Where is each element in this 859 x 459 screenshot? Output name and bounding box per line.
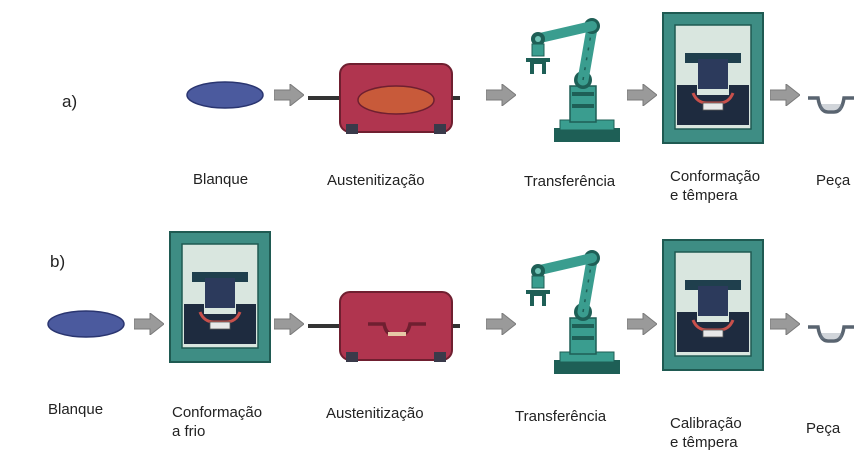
row-a-transfer-label: Transferência: [524, 173, 616, 190]
row-b-calib-label: Calibração e têmpera: [670, 414, 742, 452]
row-b-arrow-4-icon: [627, 313, 657, 335]
row-b-blank-icon: [47, 310, 125, 338]
row-a-robot-icon: [526, 18, 620, 142]
row-a-form-label: Conformação e têmpera: [670, 167, 760, 205]
row-b-arrow-3-icon: [486, 313, 516, 335]
row-a-furnace-icon: [308, 63, 460, 135]
row-b-part-label: Peça: [806, 420, 841, 437]
row-a-arrow-3-icon: [627, 84, 657, 106]
row-a-part-icon: [806, 96, 856, 114]
row-b-label: b): [50, 252, 66, 271]
row-a-arrow-4-icon: [770, 84, 800, 106]
row-a-heat-label: Austenitização: [327, 172, 425, 189]
row-b-arrow-1-icon: [134, 313, 164, 335]
row-a-press-icon: [661, 11, 765, 145]
row-b-cold-form-label: Conformação a frio: [172, 403, 262, 441]
row-a-blank-icon: [186, 81, 264, 109]
row-b-transfer-label: Transferência: [515, 408, 607, 425]
row-b-cold-press-icon: [168, 230, 272, 364]
row-b-cold-form-label-line1: Conformação: [172, 404, 263, 421]
row-a-part-label: Peça: [816, 172, 851, 189]
row-b-furnace-icon: [308, 291, 460, 363]
row-b-cold-form-label-line2: a frio: [172, 423, 206, 440]
row-a-form-label-line2: e têmpera: [670, 187, 738, 204]
row-b-arrow-2-icon: [274, 313, 304, 335]
row-b-calib-press-icon: [661, 238, 765, 372]
row-a-arrow-2-icon: [486, 84, 516, 106]
row-a-label: a): [62, 92, 78, 111]
row-b-part-icon: [806, 325, 856, 343]
row-a-arrow-1-icon: [274, 84, 304, 106]
row-a-blank-label: Blanque: [193, 171, 249, 188]
row-b-robot-icon: [526, 250, 620, 374]
row-b-heat-label: Austenitização: [326, 405, 424, 422]
row-b-calib-label-line2: e têmpera: [670, 434, 738, 451]
row-b-blank-label: Blanque: [48, 401, 104, 418]
row-a-form-label-line1: Conformação: [670, 168, 761, 185]
row-b-arrow-5-icon: [770, 313, 800, 335]
row-b-calib-label-line1: Calibração: [670, 415, 742, 432]
